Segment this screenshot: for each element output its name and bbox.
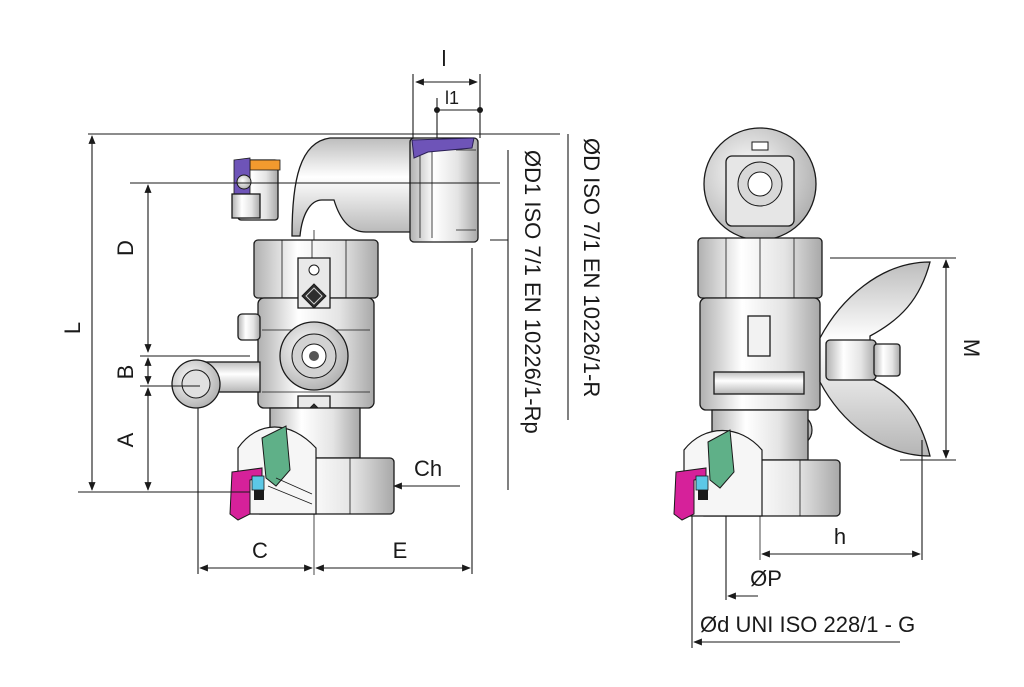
dim-Ch-label: Ch <box>414 456 442 481</box>
top-flange-hub <box>747 171 773 197</box>
elbow-pipe <box>291 137 413 237</box>
l1-dot-left <box>434 107 440 113</box>
side-dimensions: M h ØP Ød UNI ISO 228/1 - G <box>691 257 984 648</box>
vent-neck <box>231 193 261 219</box>
dim-C-label: C <box>252 538 268 563</box>
dim-l1-label: l1 <box>445 88 459 108</box>
cutaway-hatch <box>267 477 313 505</box>
side-plug-inner <box>181 369 211 399</box>
wing-nut <box>873 343 901 377</box>
vent-screw <box>236 174 252 190</box>
dim-P-label: ØP <box>750 566 782 591</box>
dim-l-label: l <box>442 46 447 71</box>
dim-E-label: E <box>393 538 408 563</box>
dim-B-label: B <box>113 365 138 380</box>
side-cyan-insert <box>695 475 709 491</box>
magenta-gasket <box>229 467 263 521</box>
dim-M-label: M <box>959 339 984 357</box>
upper-side-lug <box>237 313 261 341</box>
green-seal <box>261 425 291 487</box>
upper-handle-emblem <box>301 283 327 309</box>
dim-A-label: A <box>113 432 138 447</box>
dim-d-label: Ød UNI ISO 228/1 - G <box>700 612 915 637</box>
valve-side-view <box>673 127 931 560</box>
purple-cap <box>411 137 475 159</box>
front-dimensions: L D B A l l1 ØD1 ISO 7/1 EN 10226/1-Rp Ø… <box>60 46 604 574</box>
side-magenta-gasket <box>673 467 707 521</box>
central-boss-core <box>309 351 319 361</box>
top-flange-slot <box>751 141 769 151</box>
upper-handle-hole <box>308 264 320 276</box>
side-stem <box>747 315 771 357</box>
outlet-fitting <box>409 137 479 243</box>
dim-L-label: L <box>60 322 85 334</box>
side-green-seal <box>707 429 735 489</box>
side-upper-nut-facets <box>725 238 795 298</box>
wing-boss <box>825 339 877 381</box>
dim-h-label: h <box>834 524 846 549</box>
dim-OD1-label: ØD1 ISO 7/1 EN 10226/1-Rp <box>520 150 545 434</box>
vent-orange-tag <box>249 159 281 171</box>
l1-dot-right <box>477 107 483 113</box>
dim-OD-label: ØD ISO 7/1 EN 10226/1-R <box>579 138 604 397</box>
cyan-insert <box>251 475 265 491</box>
side-bolt <box>713 371 805 395</box>
side-black-oring <box>698 490 708 500</box>
dim-D-label: D <box>113 240 138 256</box>
outlet-thread-lines <box>419 142 476 238</box>
upper-emblem-inner <box>305 287 323 305</box>
black-oring <box>254 490 264 500</box>
valve-front-view <box>171 137 479 575</box>
